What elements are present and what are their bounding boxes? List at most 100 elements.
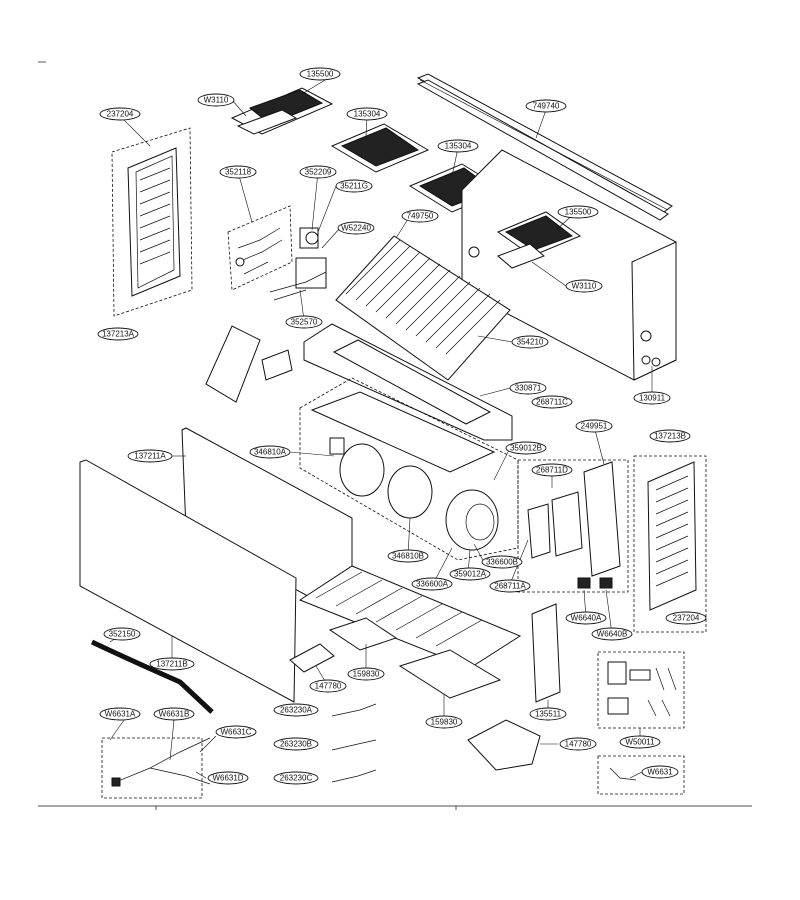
lower-grille [298,565,522,699]
svg-text:749750: 749750 [407,212,434,221]
label-330871: 330871 [509,381,547,395]
svg-text:237204: 237204 [673,614,700,623]
leader-lines [109,73,653,779]
label-263230C: 263230C [273,771,319,785]
label-137211B: 137211B [149,657,195,671]
svg-text:135500: 135500 [307,70,334,79]
svg-text:359012A: 359012A [454,570,487,579]
label-268711C: 268711C [531,395,573,409]
label-263230A: 263230A [273,703,319,717]
label-W6631A: W6631A [99,707,141,721]
svg-text:147780: 147780 [315,682,342,691]
svg-text:137213A: 137213A [102,330,135,339]
svg-text:263230A: 263230A [280,706,313,715]
label-W6640A: W6640A [565,611,607,625]
svg-text:W6631B: W6631B [159,710,190,719]
label-35211G: 35211G [335,179,373,193]
top-rail-part [416,73,673,221]
svg-text:135511: 135511 [535,710,562,719]
drain-pan [303,323,513,441]
label-W6631B: W6631B [153,707,195,721]
right-side-grille [633,455,707,633]
drain-block-left [289,643,335,673]
label-W6631C: W6631C [215,725,257,739]
svg-text:268711A: 268711A [494,582,526,591]
heat-exchanger-coil [335,235,511,381]
blower-assembly [299,377,519,561]
svg-text:W6631C: W6631C [220,728,251,737]
svg-text:352150: 352150 [109,630,136,639]
label-346810B: 346810B [387,549,429,563]
label-159830-a: 159830 [347,667,385,681]
label-W50011: W50011 [619,735,661,749]
label-135500-right: 135500 [557,205,599,219]
front-panel-front [79,459,297,703]
label-137213A: 137213A [97,327,139,341]
svg-text:W3110: W3110 [204,96,229,105]
svg-text:137211B: 137211B [156,660,187,669]
label-249951: 249951 [575,419,613,433]
svg-text:263230B: 263230B [280,740,312,749]
label-268711D: 268711D [531,463,573,477]
label-W6631D: W6631D [207,771,249,785]
label-352150: 352150 [103,627,141,641]
label-346810A: 346810A [249,445,291,459]
access-panel [531,603,561,703]
svg-text:354210: 354210 [517,338,544,347]
svg-text:249951: 249951 [581,422,608,431]
label-352570: 352570 [285,315,323,329]
label-352209: 352209 [299,165,337,179]
electrical-cover [205,325,293,403]
svg-text:W6631D: W6631D [212,774,243,783]
label-W6640B: W6640B [591,627,633,641]
svg-text:263230C: 263230C [280,774,313,783]
label-336600B: 336600B [481,555,523,569]
svg-text:268711C: 268711C [536,398,568,407]
svg-text:135304: 135304 [354,110,381,119]
wire-harness-single [597,755,685,795]
label-237204-top: 237204 [99,107,141,121]
svg-text:W3110: W3110 [572,282,597,291]
svg-text:W6640A: W6640A [571,614,602,623]
svg-text:W6631: W6631 [647,768,673,777]
svg-text:268711D: 268711D [536,466,568,475]
label-749750: 749750 [401,209,439,223]
label-359012B: 359012B [505,441,547,455]
label-137211A: 137211A [127,449,173,463]
wire-harness-set [101,737,211,799]
svg-text:137213B: 137213B [654,432,686,441]
label-359012A: 359012A [449,567,491,581]
label-W3110-right: W3110 [565,279,603,293]
svg-text:W50011: W50011 [625,738,655,747]
connector-cables [331,703,377,783]
svg-text:336600A: 336600A [416,580,449,589]
svg-text:147780: 147780 [565,740,592,749]
svg-text:W6631A: W6631A [105,710,136,719]
label-137213B: 137213B [649,429,691,443]
svg-text:35211G: 35211G [340,182,368,191]
top-filter-part [230,87,334,135]
svg-text:137211A: 137211A [134,452,166,461]
svg-text:W52240: W52240 [341,224,371,233]
svg-text:159830: 159830 [431,718,458,727]
hardware-kit [597,651,685,729]
label-135511: 135511 [529,707,567,721]
label-159830-b: 159830 [425,715,463,729]
svg-text:135304: 135304 [445,142,472,151]
label-336600A: 336600A [411,577,453,591]
label-263230B: 263230B [273,737,319,751]
svg-text:352209: 352209 [305,168,332,177]
label-268711A: 268711A [489,579,531,593]
svg-text:130911: 130911 [639,394,666,403]
svg-text:359012B: 359012B [510,444,542,453]
svg-text:237204: 237204 [107,110,134,119]
label-147780-a: 147780 [309,679,347,693]
svg-text:749740: 749740 [533,102,560,111]
label-749740: 749740 [525,99,567,113]
label-135500-top: 135500 [299,67,341,81]
svg-text:346810A: 346810A [254,448,287,457]
svg-text:352118: 352118 [225,168,252,177]
label-W52240: W52240 [337,221,375,235]
drain-block-right [467,719,541,771]
